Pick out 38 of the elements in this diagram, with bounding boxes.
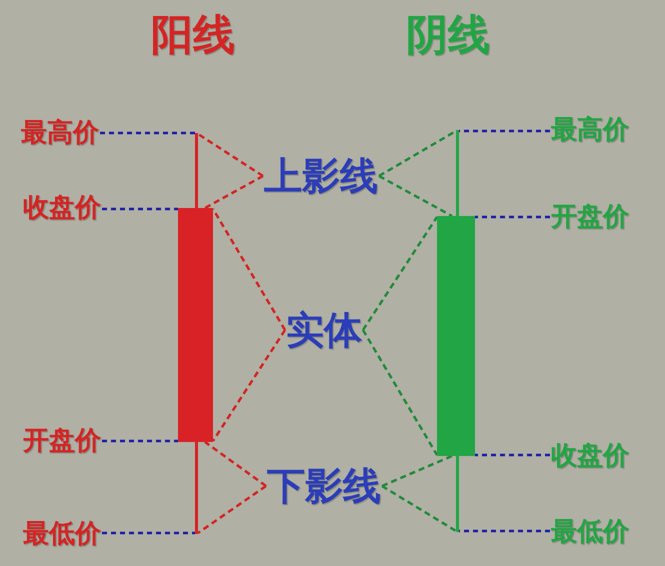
- heading: 阴线: [406, 14, 490, 56]
- wick: [195, 133, 198, 208]
- leader-line: [197, 132, 264, 178]
- leader-line: [475, 216, 550, 218]
- price-label: 收盘价: [551, 443, 629, 469]
- part-label: 上影线: [264, 157, 378, 195]
- leader-line: [212, 208, 286, 331]
- wick: [195, 442, 198, 534]
- price-label: 最高价: [21, 120, 99, 146]
- candle-body: [178, 208, 213, 442]
- leader-line: [102, 532, 195, 534]
- leader-line: [362, 216, 438, 331]
- price-label: 最低价: [551, 519, 629, 545]
- price-label: 最高价: [551, 117, 629, 143]
- wick: [456, 130, 459, 216]
- heading: 阳线: [151, 14, 235, 56]
- part-label: 下影线: [267, 467, 381, 505]
- leader-line: [102, 440, 178, 442]
- price-label: 收盘价: [23, 195, 101, 221]
- leader-line: [459, 130, 550, 132]
- leader-line: [378, 174, 453, 218]
- candle-body: [437, 216, 475, 456]
- leader-line: [378, 130, 457, 178]
- leader-line: [459, 530, 550, 532]
- price-label: 最低价: [23, 521, 101, 547]
- leader-line: [197, 484, 267, 534]
- leader-line: [204, 440, 267, 488]
- leader-line: [382, 454, 452, 488]
- price-label: 开盘价: [23, 428, 101, 454]
- leader-line: [212, 329, 286, 442]
- leader-line: [381, 484, 457, 532]
- leader-line: [204, 174, 264, 210]
- leader-line: [475, 454, 550, 456]
- part-label: 实体: [286, 311, 362, 349]
- leader-line: [362, 329, 438, 456]
- wick: [456, 456, 459, 532]
- price-label: 开盘价: [551, 204, 629, 230]
- leader-line: [102, 208, 178, 210]
